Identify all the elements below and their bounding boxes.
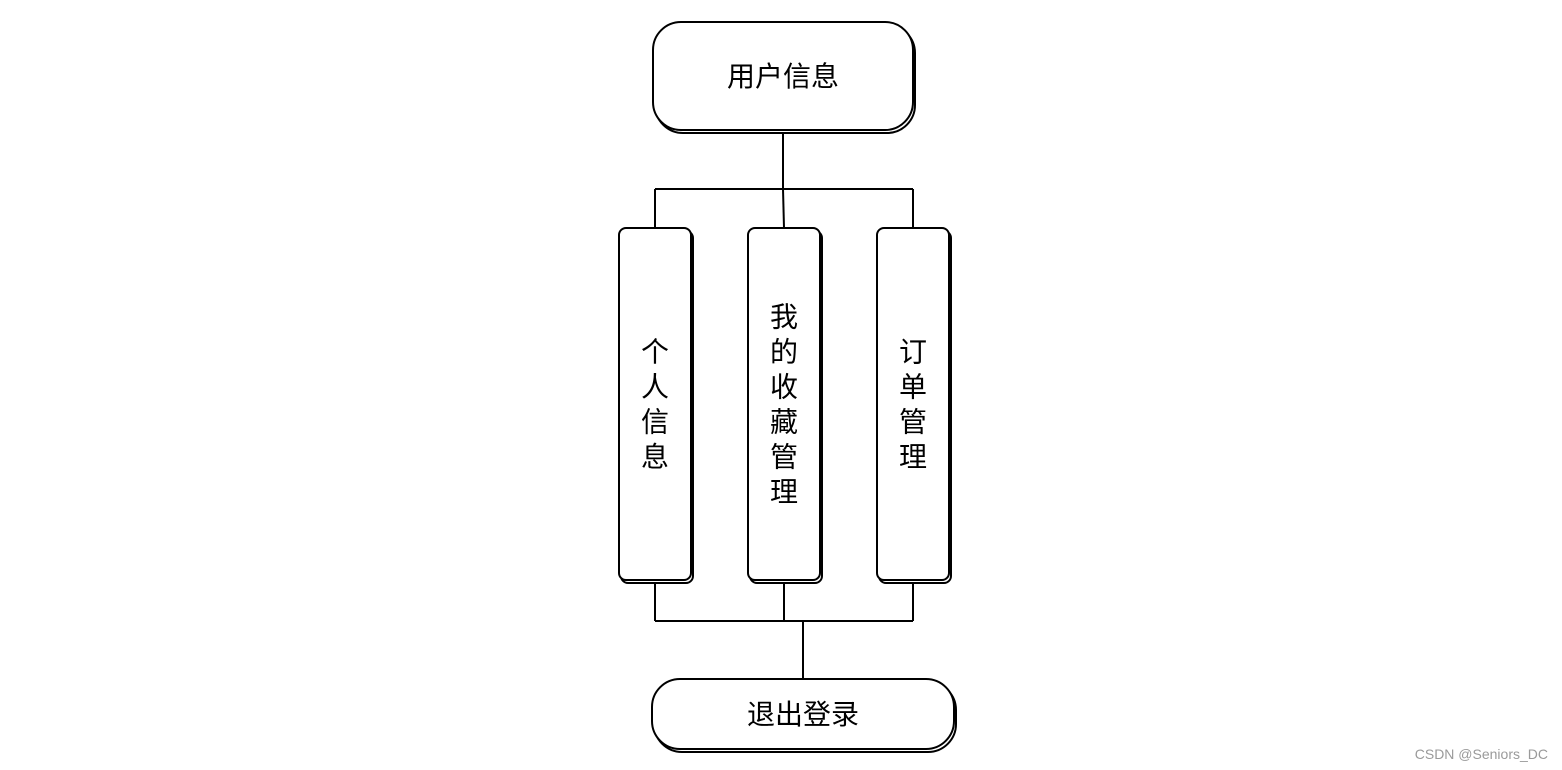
label-char: 藏 <box>770 406 798 439</box>
connector-top-to-middle <box>782 188 785 229</box>
label-char: 我 <box>770 301 798 334</box>
node-personal-info: 个人信息 <box>618 227 694 584</box>
label-char: 管 <box>770 441 798 474</box>
node-favorites-management: 我的收藏管理 <box>747 227 823 584</box>
connectors <box>654 131 914 679</box>
node-logout-label: 退出登录 <box>747 698 859 731</box>
label-char: 信 <box>641 406 669 439</box>
label-char: 收 <box>770 371 798 404</box>
node-user-info-label: 用户信息 <box>727 60 839 93</box>
label-char: 理 <box>770 476 798 509</box>
node-order-management: 订单管理 <box>876 227 952 584</box>
label-char: 个 <box>641 336 669 369</box>
label-char: 管 <box>899 406 927 439</box>
label-char: 息 <box>641 441 669 474</box>
node-personal-info-label: 个人信息 <box>641 336 669 474</box>
label-char: 人 <box>641 371 669 404</box>
node-order-management-label: 订单管理 <box>899 336 927 474</box>
label-char: 单 <box>899 371 927 404</box>
node-user-info: 用户信息 <box>652 21 916 134</box>
node-logout: 退出登录 <box>651 678 957 753</box>
label-char: 订 <box>899 336 927 369</box>
label-char: 的 <box>770 336 798 369</box>
node-favorites-management-label: 我的收藏管理 <box>770 301 798 509</box>
watermark: CSDN @Seniors_DC <box>1414 746 1548 762</box>
label-char: 理 <box>899 441 927 474</box>
